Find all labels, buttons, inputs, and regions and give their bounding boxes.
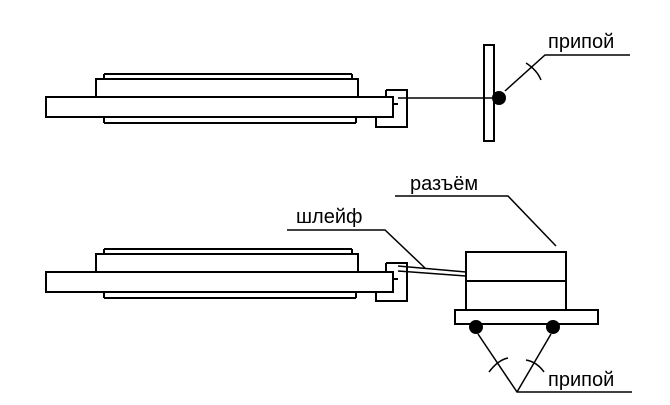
bottom-component-upper: [95, 253, 359, 273]
connector-label: разъём: [410, 173, 478, 195]
top-plate: [483, 44, 495, 142]
top-solder-blob: [492, 91, 506, 105]
solder-top-label: припой: [548, 31, 614, 53]
top-component-upper: [95, 78, 359, 98]
bottom-clip: [375, 262, 408, 302]
solder-bottom-label: припой: [548, 369, 614, 391]
top-board: [45, 96, 394, 118]
connector-base-plate: [454, 309, 599, 325]
ribbon-label: шлейф: [296, 206, 362, 228]
top-solder-leader: [504, 54, 630, 92]
ribbon-leader: [287, 229, 426, 269]
bottom-solder-blob-right: [546, 320, 560, 334]
top-assembly: [45, 44, 630, 142]
bottom-solder-blob-left: [469, 320, 483, 334]
bottom-solder-arc-left: [488, 357, 509, 373]
bottom-assembly: [45, 195, 632, 393]
connector-leader: [395, 195, 557, 247]
ribbon-cable: [397, 265, 467, 277]
bottom-solder-arc-right: [525, 359, 545, 373]
bottom-board: [45, 271, 394, 293]
top-solder-arc: [525, 62, 542, 81]
top-clip: [375, 89, 408, 128]
